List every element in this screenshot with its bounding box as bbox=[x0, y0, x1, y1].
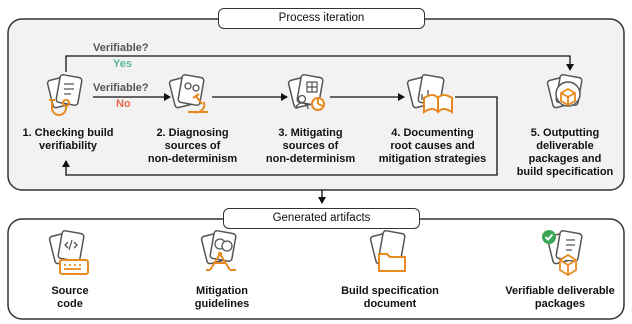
document-person-gear-icon bbox=[287, 74, 325, 111]
yes-arrow bbox=[65, 55, 574, 72]
artifact-packages-label: Verifiable deliverable packages bbox=[505, 285, 615, 310]
feedback-loop-arrow bbox=[62, 96, 498, 176]
artifacts-title: Generated artifacts bbox=[223, 208, 420, 229]
artifact-guidelines-label: Mitigation guidelines bbox=[194, 285, 250, 310]
artifact-build-spec-label: Build specification document bbox=[341, 285, 439, 310]
no-answer: No bbox=[116, 98, 131, 110]
document-microscope-icon bbox=[168, 74, 208, 114]
artifact-source-code-label: Source code bbox=[51, 285, 89, 310]
source-code-keyboard-icon bbox=[48, 230, 89, 275]
step-4-label: 4. Documenting root causes and mitigatio… bbox=[378, 127, 487, 165]
step-3-label: 3. Mitigating sources of non-determinism bbox=[265, 127, 356, 165]
verified-package-icon bbox=[542, 230, 583, 277]
document-stethoscope-icon bbox=[46, 74, 83, 116]
document-book-icon bbox=[406, 74, 453, 114]
process-title: Process iteration bbox=[218, 8, 425, 29]
yes-question: Verifiable? bbox=[93, 42, 149, 54]
step-1-label: 1. Checking build verifiability bbox=[22, 127, 114, 152]
guidelines-pen-icon bbox=[200, 230, 237, 271]
document-package-icon bbox=[546, 74, 583, 109]
step-2-label: 2. Diagnosing sources of non-determinism bbox=[147, 127, 238, 165]
folder-document-icon bbox=[369, 230, 406, 272]
step-5-label: 5. Outputting deliverable packages and b… bbox=[516, 127, 614, 178]
yes-answer: Yes bbox=[113, 58, 132, 70]
no-question: Verifiable? bbox=[93, 82, 149, 94]
